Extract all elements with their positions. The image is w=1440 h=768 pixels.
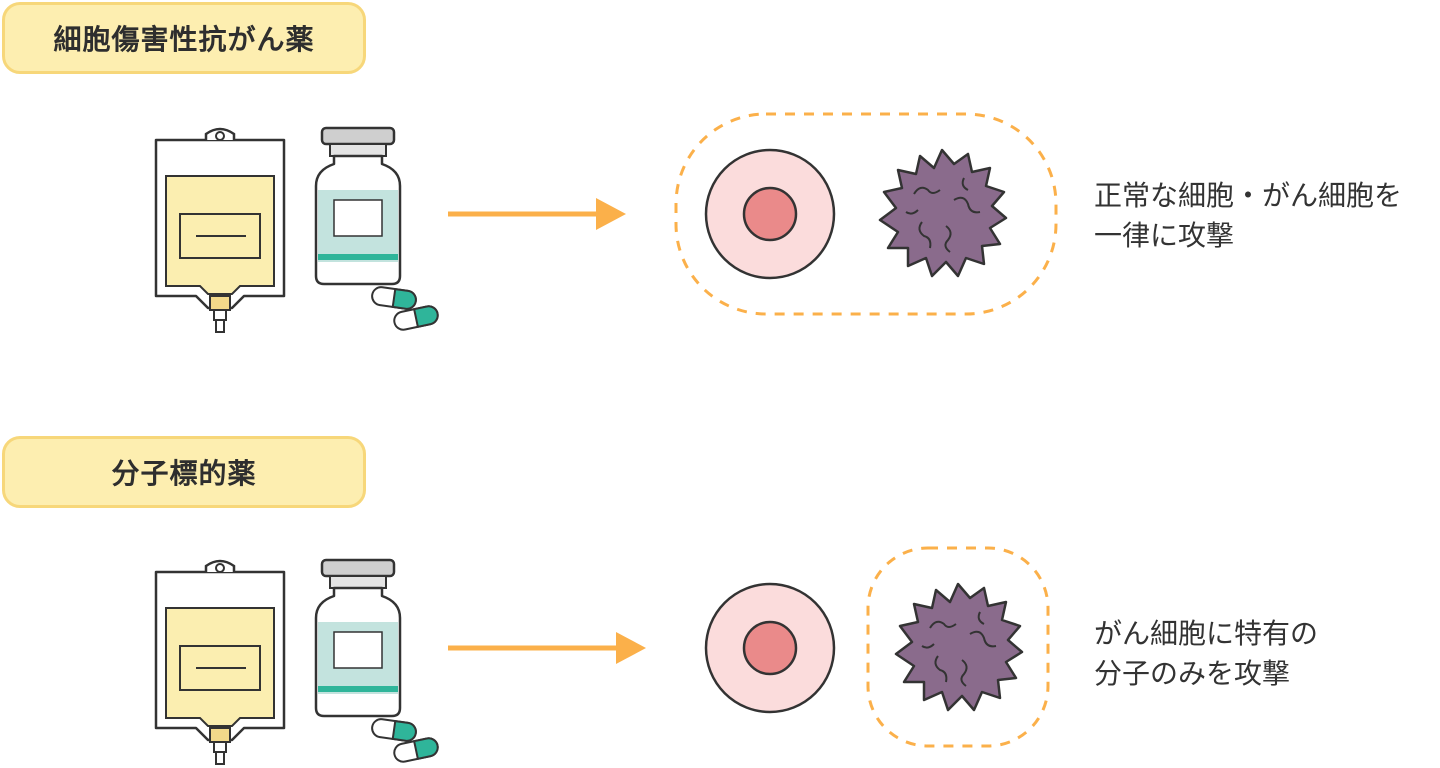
- arrow-right-icon: [448, 198, 626, 230]
- cytotoxic-label: 細胞傷害性抗がん薬: [2, 2, 366, 74]
- normal-cell-icon: [704, 582, 836, 714]
- arrow-right-icon: [448, 632, 646, 664]
- targeted-description: がん細胞に特有の 分子のみを攻撃: [1094, 614, 1318, 694]
- targeted-desc-line1: がん細胞に特有の: [1094, 617, 1319, 650]
- targeted-section: 分子標的薬: [0, 434, 1440, 768]
- dashed-target-group: [866, 546, 1050, 748]
- targeted-label: 分子標的薬: [2, 436, 366, 508]
- dashed-target-group: [674, 112, 1058, 316]
- capsule-icon: [369, 717, 419, 743]
- medicine-bottle-icon: [314, 558, 402, 718]
- targeted-desc-line2: 分子のみを攻撃: [1094, 657, 1291, 690]
- cancer-cell-icon: [894, 582, 1024, 712]
- normal-cell-icon: [704, 148, 836, 280]
- cytotoxic-desc-line1: 正常な細胞・がん細胞を: [1094, 179, 1403, 212]
- cytotoxic-description: 正常な細胞・がん細胞を 一律に攻撃: [1094, 176, 1402, 256]
- medicine-bottle-icon: [314, 126, 402, 286]
- capsule-icon: [369, 285, 419, 311]
- iv-bag-icon: [154, 127, 286, 334]
- cytotoxic-section: 細胞傷害性抗がん薬: [2, 2, 366, 74]
- iv-bag-icon: [154, 559, 286, 766]
- cytotoxic-desc-line2: 一律に攻撃: [1094, 219, 1235, 252]
- cancer-cell-icon: [878, 148, 1008, 278]
